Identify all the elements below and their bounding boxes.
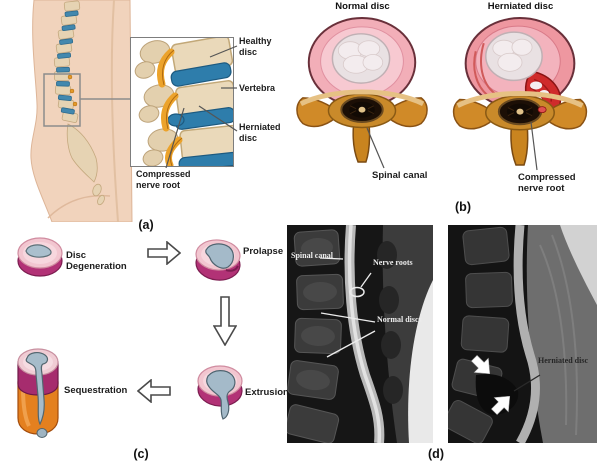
herniated-disc-cross-section	[452, 17, 588, 166]
label-mri-herniated-disc: Herniated disc	[538, 356, 588, 365]
extrusion-drawing	[197, 365, 243, 420]
spinal-canal-drawing	[340, 96, 384, 124]
title-herniated-disc: Herniated disc	[487, 1, 554, 12]
mri-herniated-spine	[448, 225, 597, 443]
mri-arrow-lower	[491, 395, 511, 415]
normal-disc-cross-section	[296, 17, 428, 163]
label-disc-degeneration: Disc Degeneration	[66, 250, 127, 273]
title-normal-disc: Normal disc	[335, 1, 390, 12]
mri-arrow-upper	[471, 355, 491, 375]
lumbar-highlight-rect	[43, 73, 81, 127]
spine-inset-box	[130, 37, 234, 167]
label-spinal-canal-b: Spinal canal	[372, 170, 428, 181]
caption-a: (a)	[138, 218, 154, 232]
label-mri-normal-discs: Normal discs	[377, 315, 422, 324]
herniation-bulge	[167, 113, 185, 127]
caption-d: (d)	[428, 447, 444, 461]
nucleus-pulposus	[331, 33, 391, 84]
label-mri-nerve-roots: Nerve roots	[373, 258, 413, 267]
arrow-left-icon	[137, 379, 171, 403]
panel-a-spine-anatomy: Healthy disc Vertebra Herniated disc Com…	[0, 0, 290, 240]
label-prolapse: Prolapse	[243, 246, 284, 257]
sequestered-fragment	[36, 428, 48, 438]
panel-d-mri: Spinal canal Nerve roots Normal discs He…	[287, 225, 600, 467]
label-extrusion: Extrusion	[245, 387, 289, 398]
label-mri-spinal-canal: Spinal canal	[291, 251, 334, 260]
spine-inset-illustration	[134, 38, 233, 166]
mri-normal-spine	[287, 225, 433, 443]
arrow-right-icon	[147, 241, 181, 265]
label-compressed-nerve-root-b: Compressed nerve root	[518, 172, 576, 195]
disc-degeneration-drawing	[17, 237, 63, 277]
arrow-down-icon	[213, 296, 237, 346]
caption-b: (b)	[455, 200, 471, 214]
torso-spine	[53, 0, 105, 206]
label-herniated-disc: Herniated disc	[239, 122, 281, 143]
sequestration-drawing	[17, 348, 59, 438]
torso-illustration	[30, 0, 133, 222]
prolapse-drawing	[195, 239, 241, 281]
label-compressed-nerve-root-a: Compressed nerve root	[136, 169, 191, 190]
label-vertebra: Vertebra	[239, 83, 276, 93]
panel-c-degeneration-stages: Disc Degeneration Prolapse Extrusion Seq…	[0, 225, 290, 467]
label-sequestration: Sequestration	[64, 385, 128, 396]
caption-c: (c)	[133, 447, 149, 461]
spinal-canal-drawing	[497, 98, 547, 126]
label-healthy-disc: Healthy disc	[239, 36, 272, 57]
panel-b-cross-sections: Normal disc Herniated disc	[288, 0, 600, 222]
